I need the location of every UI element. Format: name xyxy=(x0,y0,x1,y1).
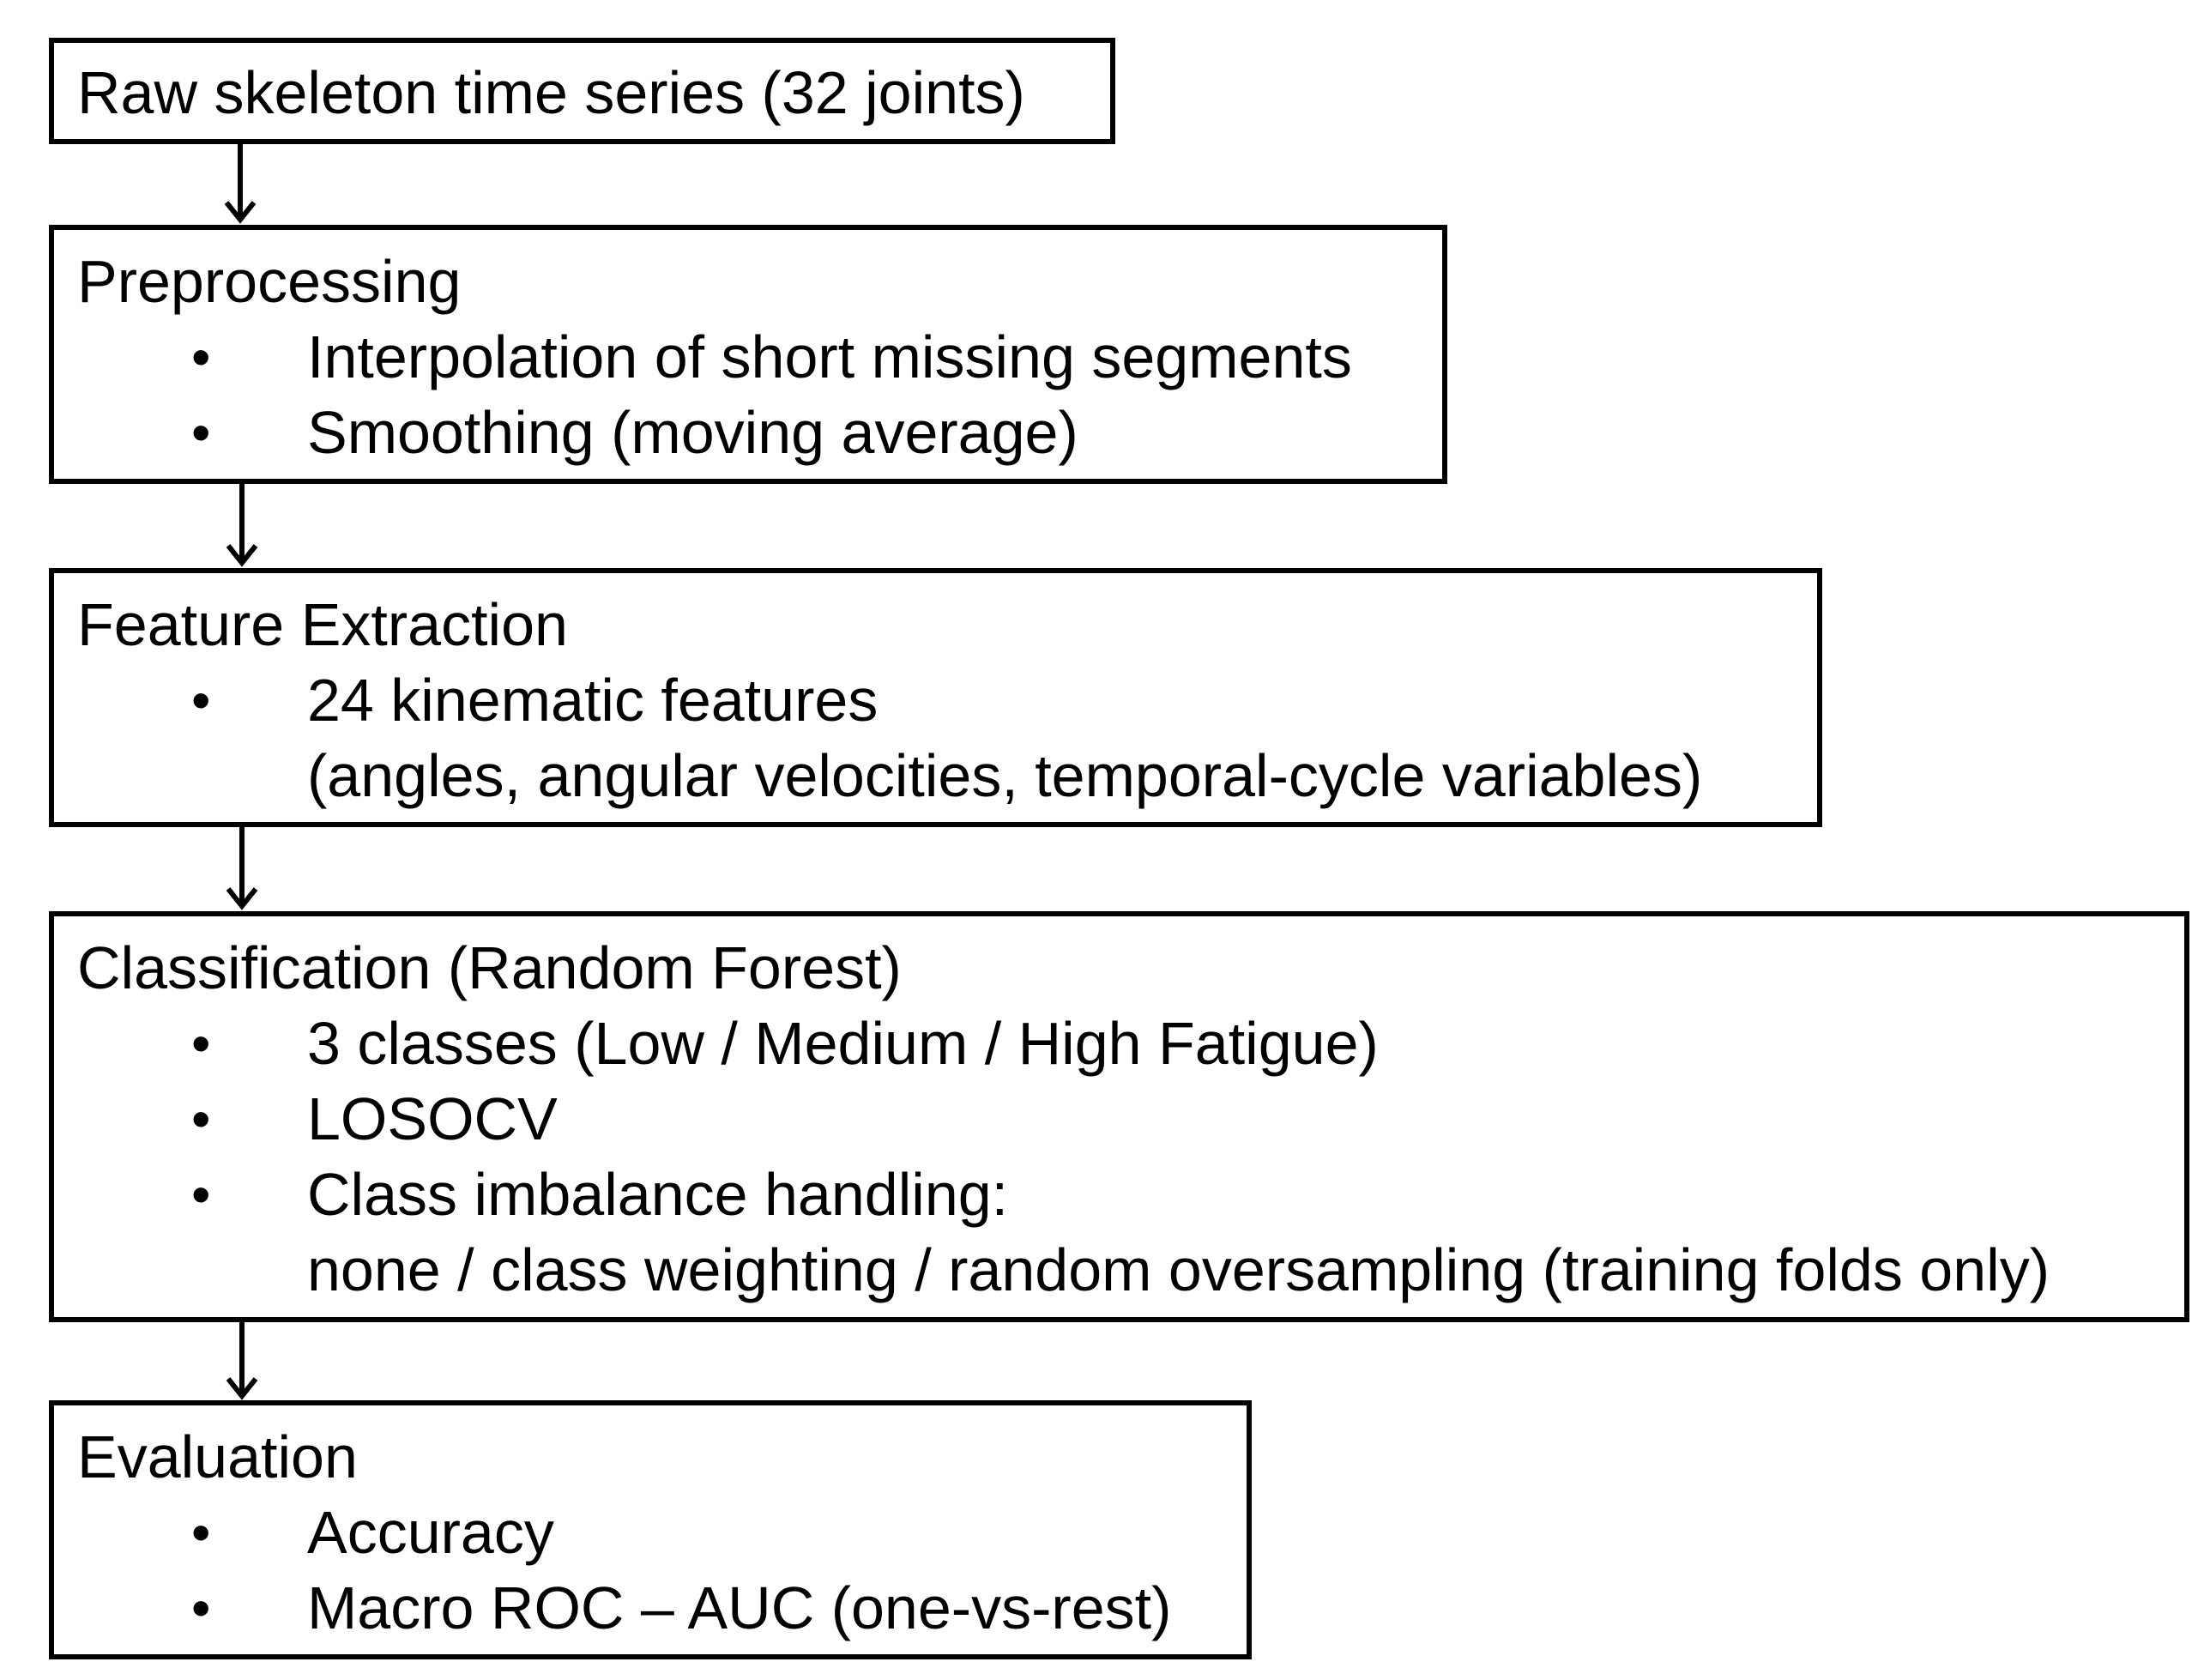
arrow-classification-to-evaluation xyxy=(226,1322,258,1400)
bullet-icon: • xyxy=(191,1163,211,1225)
feature-extraction-item-detail: (angles, angular velocities, temporal-cy… xyxy=(307,742,1703,809)
bullet-icon: • xyxy=(191,1012,211,1074)
preprocessing-item-smoothing: Smoothing (moving average) xyxy=(307,399,1078,466)
classification-item-classes: 3 classes (Low / Medium / High Fatigue) xyxy=(307,1010,1379,1077)
bullet-icon: • xyxy=(191,669,211,731)
evaluation-title: Evaluation xyxy=(77,1423,358,1490)
feature-extraction-box: Feature Extraction • 24 kinematic featur… xyxy=(49,568,1822,827)
arrow-features-to-classification xyxy=(226,827,258,910)
feature-extraction-title: Feature Extraction xyxy=(77,591,568,658)
preprocessing-title: Preprocessing xyxy=(77,248,462,315)
raw-data-box: Raw skeleton time series (32 joints) xyxy=(49,38,1115,144)
classification-item-losocv: LOSOCV xyxy=(307,1085,558,1152)
preprocessing-box: Preprocessing • Interpolation of short m… xyxy=(49,225,1447,484)
bullet-icon: • xyxy=(191,402,211,463)
evaluation-item-accuracy: Accuracy xyxy=(307,1499,554,1566)
classification-item-imbalance-options: none / class weighting / random oversamp… xyxy=(307,1236,2050,1303)
classification-title: Classification (Random Forest) xyxy=(77,934,902,1001)
preprocessing-item-interpolation: Interpolation of short missing segments xyxy=(307,323,1352,390)
evaluation-box: Evaluation • Accuracy • Macro ROC – AUC … xyxy=(49,1400,1252,1659)
feature-extraction-item-count: 24 kinematic features xyxy=(307,667,879,734)
raw-data-title: Raw skeleton time series (32 joints) xyxy=(77,59,1025,126)
classification-item-imbalance: Class imbalance handling: xyxy=(307,1161,1009,1228)
arrow-preprocessing-to-features xyxy=(226,484,258,567)
evaluation-item-roc-auc: Macro ROC – AUC (one-vs-rest) xyxy=(307,1574,1172,1641)
bullet-icon: • xyxy=(191,1088,211,1150)
bullet-icon: • xyxy=(191,1502,211,1563)
arrow-raw-to-preprocessing xyxy=(224,144,257,224)
classification-box: Classification (Random Forest) • 3 class… xyxy=(49,911,2189,1322)
bullet-icon: • xyxy=(191,326,211,388)
bullet-icon: • xyxy=(191,1577,211,1639)
